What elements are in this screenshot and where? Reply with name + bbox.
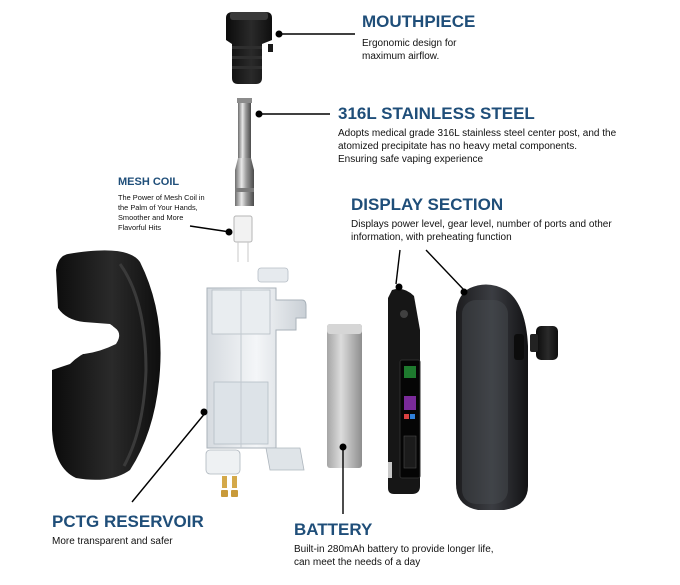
outer-shell-part: [52, 250, 161, 480]
mesh-coil-desc-line: Smoother and More: [118, 212, 184, 222]
steel-desc-line: Adopts medical grade 316L stainless stee…: [338, 128, 617, 139]
mouthpiece-title: MOUTHPIECE: [362, 12, 476, 31]
steel-leader-dot: [255, 110, 263, 118]
mesh-coil-desc-line: The Power of Mesh Coil in: [118, 193, 205, 202]
reservoir-title: PCTG RESERVOIR: [52, 512, 204, 531]
mouthpiece-description: Ergonomic design for maximum airflow.: [362, 37, 457, 63]
leader-lines: [131, 33, 465, 514]
leader-dots: [200, 30, 468, 451]
steel-description: Adopts medical grade 316L stainless stee…: [338, 127, 616, 167]
reservoir-leader-dot: [200, 408, 208, 416]
battery-description: Built-in 280mAh battery to provide longe…: [294, 543, 494, 569]
reservoir-leader: [131, 411, 207, 503]
mesh-coil-leader-dot: [225, 228, 233, 236]
mouthpiece-desc-line: Ergonomic design for: [362, 38, 457, 49]
display-title: DISPLAY SECTION: [351, 195, 504, 214]
mesh-coil-description: The Power of Mesh Coil in the Palm of Yo…: [118, 193, 205, 233]
display-module-leader-dot: [395, 283, 403, 291]
mouthpiece-part: [226, 12, 273, 84]
steel-title: 316L STAINLESS STEEL: [338, 104, 535, 123]
mesh-coil-desc-line: Flavorful Hits: [118, 222, 162, 232]
reservoir-description: More transparent and safer: [52, 535, 173, 548]
end-cap-part: [530, 326, 558, 360]
display-leader-body: [425, 249, 465, 291]
mesh-coil-title: MESH COIL: [118, 176, 180, 188]
display-body-leader-dot: [460, 288, 468, 296]
display-description: Displays power level, gear level, number…: [351, 218, 612, 244]
reservoir-part: [205, 267, 307, 497]
reservoir-desc-line: More transparent and safer: [52, 536, 173, 547]
battery-title: BATTERY: [294, 520, 373, 539]
display-desc-line: information, with preheating function: [351, 232, 512, 244]
display-module-part: [388, 288, 421, 494]
battery-desc-line: Built-in 280mAh battery to provide longe…: [294, 544, 494, 555]
mouthpiece-leader-dot: [275, 30, 283, 38]
mesh-coil-part: [233, 215, 253, 262]
steel-desc-line: atomized precipitate has no heavy metal …: [338, 141, 578, 153]
mesh-coil-desc-line: the Palm of Your Hands,: [118, 202, 198, 212]
battery-leader-dot: [339, 443, 347, 451]
battery-desc-line: can meet the needs of a day: [294, 557, 421, 569]
display-leader-module: [395, 249, 401, 285]
mesh-coil-leader: [189, 225, 231, 233]
center-post-part: [235, 98, 254, 206]
display-desc-line: Displays power level, gear level, number…: [351, 219, 612, 230]
mouthpiece-desc-line: maximum airflow.: [362, 51, 440, 63]
main-body-part: [456, 284, 528, 510]
steel-desc-line: Ensuring safe vaping experience: [338, 154, 484, 166]
battery-part: [327, 324, 362, 468]
